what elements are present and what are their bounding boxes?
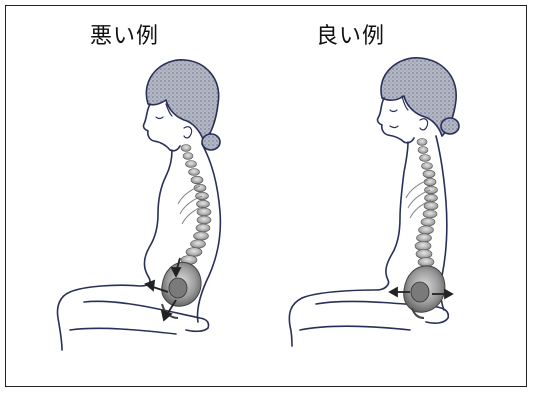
bad-example-figure	[58, 60, 221, 350]
good-figure-hair-bun	[441, 118, 459, 134]
good-figure-torso-front	[289, 142, 408, 346]
bad-figure-hair	[146, 60, 218, 142]
bad-figure-torso-front	[58, 150, 173, 350]
